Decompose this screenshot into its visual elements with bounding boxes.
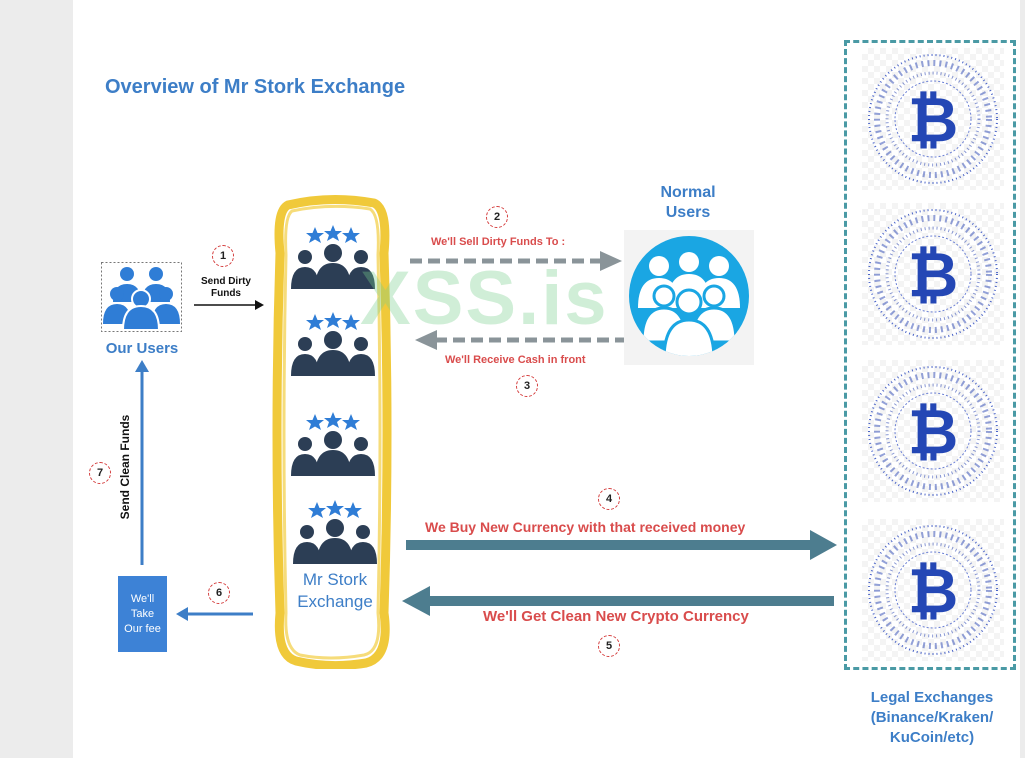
normal-users-label-line2: Users [665,204,711,221]
step-5-label: We'll Get Clean New Crypto Currency [483,608,749,625]
exchange-tile-2: ₿ [862,203,1004,345]
legal-exchanges-label-line1: Legal Exchanges [870,689,994,706]
bitcoin-network-icon: ₿ [868,366,998,496]
legal-exchanges-label-line2: (Binance/Kraken/ [870,709,994,726]
exchange-node [270,193,400,671]
step-3-badge: 3 [516,375,538,397]
exchange-label-line2: Exchange [297,592,373,611]
step-2-badge: 2 [486,206,508,228]
svg-text:₿: ₿ [908,83,959,156]
svg-text:₿: ₿ [908,238,959,311]
step-5-arrow [402,586,834,616]
normal-users-label-line1: Normal [660,184,716,201]
legal-exchanges-group [844,40,1016,670]
normal-users-icon [629,236,749,356]
step-5-badge: 5 [598,635,620,657]
fee-box-line1: We'll [130,592,155,605]
svg-text:₿: ₿ [908,395,959,468]
exchange-highlight [272,194,392,671]
exchange-label-line1: Mr Stork [302,570,368,589]
team-with-stars-icon [291,412,375,476]
step-1-badge: 1 [212,245,234,267]
step-2-label: We'll Sell Dirty Funds To : [431,236,566,248]
normal-users-label: Normal Users [640,183,736,223]
team-with-stars-icon [291,225,375,289]
team-group-2 [288,312,378,378]
bitcoin-network-icon: ₿ [868,209,998,339]
legal-exchanges-label-line3: KuCoin/etc) [889,729,975,746]
exchange-tile-4: ₿ [862,519,1004,661]
step-6-arrow [176,607,253,621]
step-1-label-line1: Send Dirty [200,276,251,287]
step-4-badge: 4 [598,488,620,510]
page-title: Overview of Mr Stork Exchange [105,76,406,98]
watermark: XSS.is [360,256,609,341]
team-with-stars-icon [293,500,377,564]
svg-text:₿: ₿ [908,554,959,627]
users-icon [101,262,182,332]
normal-users-node [624,230,754,365]
team-group-4 [290,500,380,566]
fee-box-line2: Take [130,607,155,620]
exchange-label: Mr Stork Exchange [280,569,390,613]
step-2-arrow [410,251,622,271]
bitcoin-network-icon: ₿ [868,525,998,655]
step-7-badge: 7 [89,462,111,484]
step-7-arrow [135,360,149,565]
bitcoin-network-icon: ₿ [868,54,998,184]
step-3-label: We'll Receive Cash in front [445,354,586,366]
step-7-label: Send Clean Funds [118,414,132,520]
exchange-tile-3: ₿ [862,360,1004,502]
our-users-label: Our Users [105,340,179,357]
team-with-stars-icon [291,312,375,376]
legal-exchanges-label: Legal Exchanges (Binance/Kraken/ KuCoin/… [852,688,1012,748]
fee-box: We'll Take Our fee [118,576,167,652]
step-6-badge: 6 [208,582,230,604]
fee-box-line3: Our fee [124,622,161,635]
step-3-arrow [415,330,624,350]
team-group-3 [288,412,378,478]
step-1-arrow [194,300,264,310]
step-1-label-line2: Funds [211,288,241,299]
our-users-node [101,262,182,332]
step-1-label: Send Dirty Funds [196,276,256,300]
team-group-1 [288,225,378,291]
exchange-tile-1: ₿ [862,48,1004,190]
step-4-arrow [406,530,837,560]
step-4-label: We Buy New Currency with that received m… [425,519,746,535]
